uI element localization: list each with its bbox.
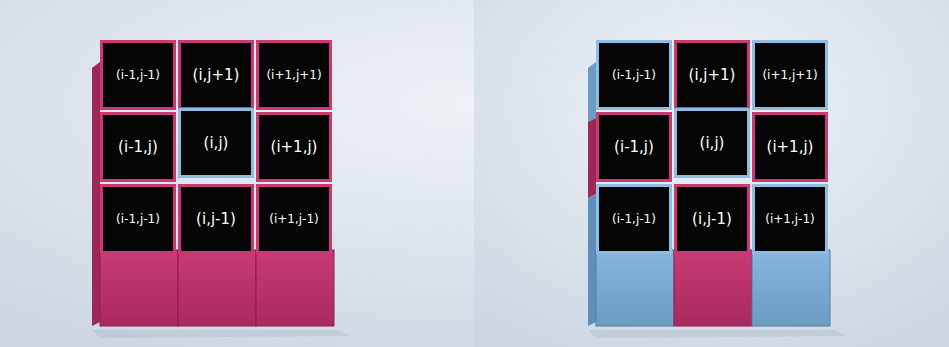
grid-cell: (i-1,j-1)	[596, 40, 672, 110]
front-face	[100, 250, 178, 326]
grid-cell: (i,j)	[178, 108, 254, 178]
grid-cell: (i-1,j-1)	[596, 184, 672, 254]
grid-cell: (i,j-1)	[674, 184, 750, 254]
grid-cell: (i,j+1)	[674, 40, 750, 110]
cell-label: (i+1,j-1)	[269, 212, 319, 226]
front-face	[752, 250, 830, 326]
grid-cell: (i-1,j-1)	[100, 184, 176, 254]
cell-label: (i-1,j-1)	[612, 212, 656, 226]
grid-cell: (i+1,j-1)	[752, 184, 828, 254]
front-face	[178, 250, 256, 326]
front-face	[674, 250, 752, 326]
cell-label: (i-1,j-1)	[116, 212, 160, 226]
front-face	[596, 250, 674, 326]
cell-label: (i-1,j-1)	[612, 68, 656, 82]
cell-label: (i,j-1)	[692, 210, 732, 228]
grid-cell: (i-1,j)	[596, 112, 672, 182]
front-face	[256, 250, 334, 326]
grid-cell: (i-1,j-1)	[100, 40, 176, 110]
grid-cell: (i+1,j-1)	[256, 184, 332, 254]
side-face	[588, 118, 596, 198]
cell-label: (i+1,j+1)	[762, 68, 817, 82]
shadow	[588, 330, 846, 338]
grid-cell: (i+1,j+1)	[256, 40, 332, 110]
ground	[474, 0, 949, 347]
cell-label: (i+1,j)	[767, 138, 814, 156]
grid-cell: (i-1,j)	[100, 112, 176, 182]
grid-cell: (i+1,j+1)	[752, 40, 828, 110]
cell-label: (i-1,j)	[614, 138, 654, 156]
cell-label: (i,j+1)	[689, 66, 736, 84]
cell-label: (i,j)	[700, 134, 725, 152]
grid-cell: (i+1,j)	[752, 112, 828, 182]
side-face	[588, 194, 596, 326]
cell-label: (i,j+1)	[193, 66, 240, 84]
side-face	[92, 62, 100, 326]
cell-label: (i+1,j-1)	[765, 212, 815, 226]
cell-label: (i-1,j-1)	[116, 68, 160, 82]
cell-label: (i+1,j)	[271, 138, 318, 156]
cell-label: (i-1,j)	[118, 138, 158, 156]
grid-cell: (i,j)	[674, 108, 750, 178]
grid-cell: (i+1,j)	[256, 112, 332, 182]
grid-cell: (i,j-1)	[178, 184, 254, 254]
cell-label: (i+1,j+1)	[266, 68, 321, 82]
cell-label: (i,j)	[204, 134, 229, 152]
cell-label: (i,j-1)	[196, 210, 236, 228]
grid-cell: (i,j+1)	[178, 40, 254, 110]
shadow	[92, 330, 350, 338]
side-face	[588, 62, 596, 122]
